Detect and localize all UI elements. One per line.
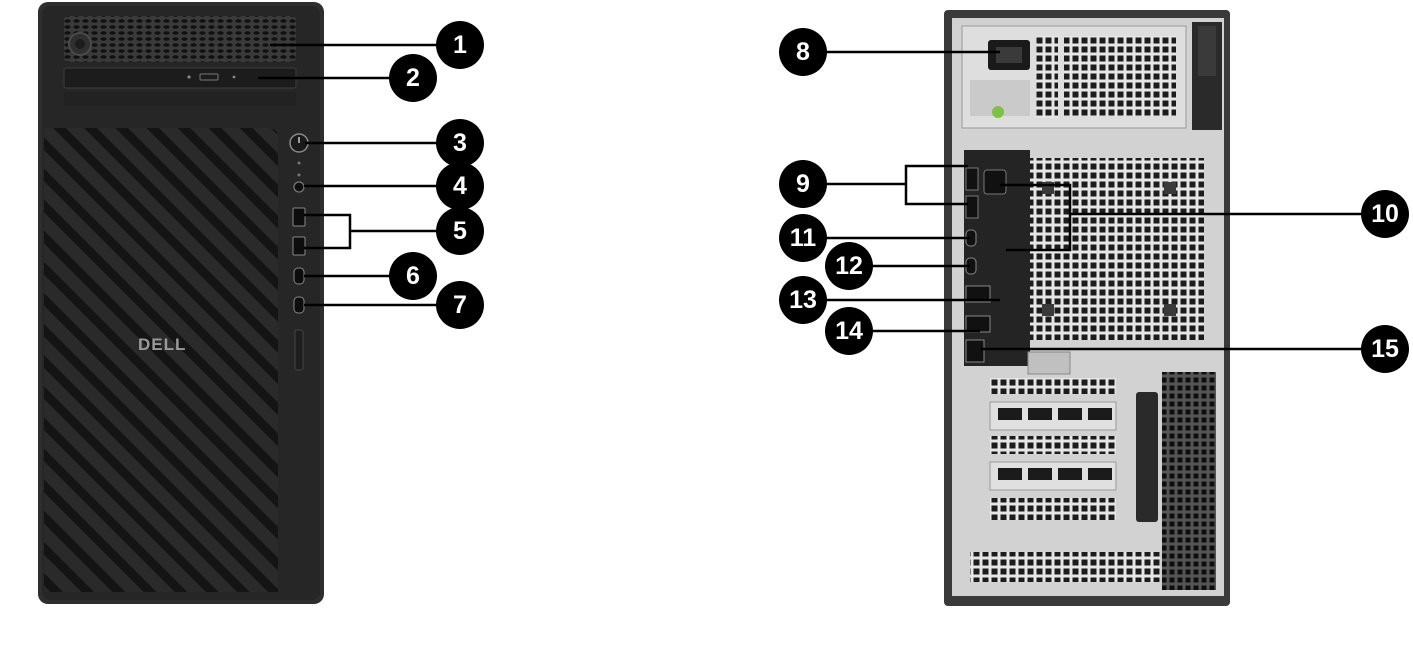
callout-13: 13 [789,286,817,314]
front-view: DELL [38,2,324,604]
callout-7: 7 [453,291,467,319]
sd-card-slot [294,329,304,371]
usb-a-port-1 [292,207,306,227]
psu-vent-left [1036,36,1058,118]
usb-a-port-2 [292,236,306,256]
usb-a-rear-top [965,285,991,303]
callout-14: 14 [835,317,863,345]
usb-a-rear-bottom [965,315,991,333]
callout-2: 2 [406,64,420,92]
front-diagonal-grill [44,128,278,592]
expansion-slots [989,378,1117,520]
callout-3: 3 [453,129,467,157]
callout-10: 10 [1371,200,1399,228]
callout-12: 12 [835,252,863,280]
callout-11: 11 [790,224,817,252]
headset-jack [293,181,305,193]
psu-led [992,106,1004,118]
callout-6: 6 [406,262,420,290]
serial-port [983,169,1007,195]
psu-vent-right [1064,36,1176,116]
top-vent-grill [64,16,296,62]
ethernet-port [965,339,985,363]
rear-view [944,10,1230,606]
callout-5: 5 [453,217,467,245]
callout-1: 1 [453,31,467,59]
bottom-vent [970,552,1160,582]
side-vent-dark [1162,372,1216,590]
usb-c-port-2 [293,296,305,314]
dell-logo: DELL [138,335,186,354]
usb-c-port-1 [293,267,305,285]
leader-lines [258,43,1370,351]
callouts: 1 2 3 4 5 6 7 8 9 10 11 12 13 14 15 [389,21,1409,373]
eject-button [199,73,219,81]
callout-9: 9 [796,170,810,198]
callout-8: 8 [796,38,810,66]
callout-15: 15 [1371,335,1399,363]
callout-4: 4 [453,172,467,200]
displayport-1 [965,167,979,191]
displayport-2 [965,195,979,219]
